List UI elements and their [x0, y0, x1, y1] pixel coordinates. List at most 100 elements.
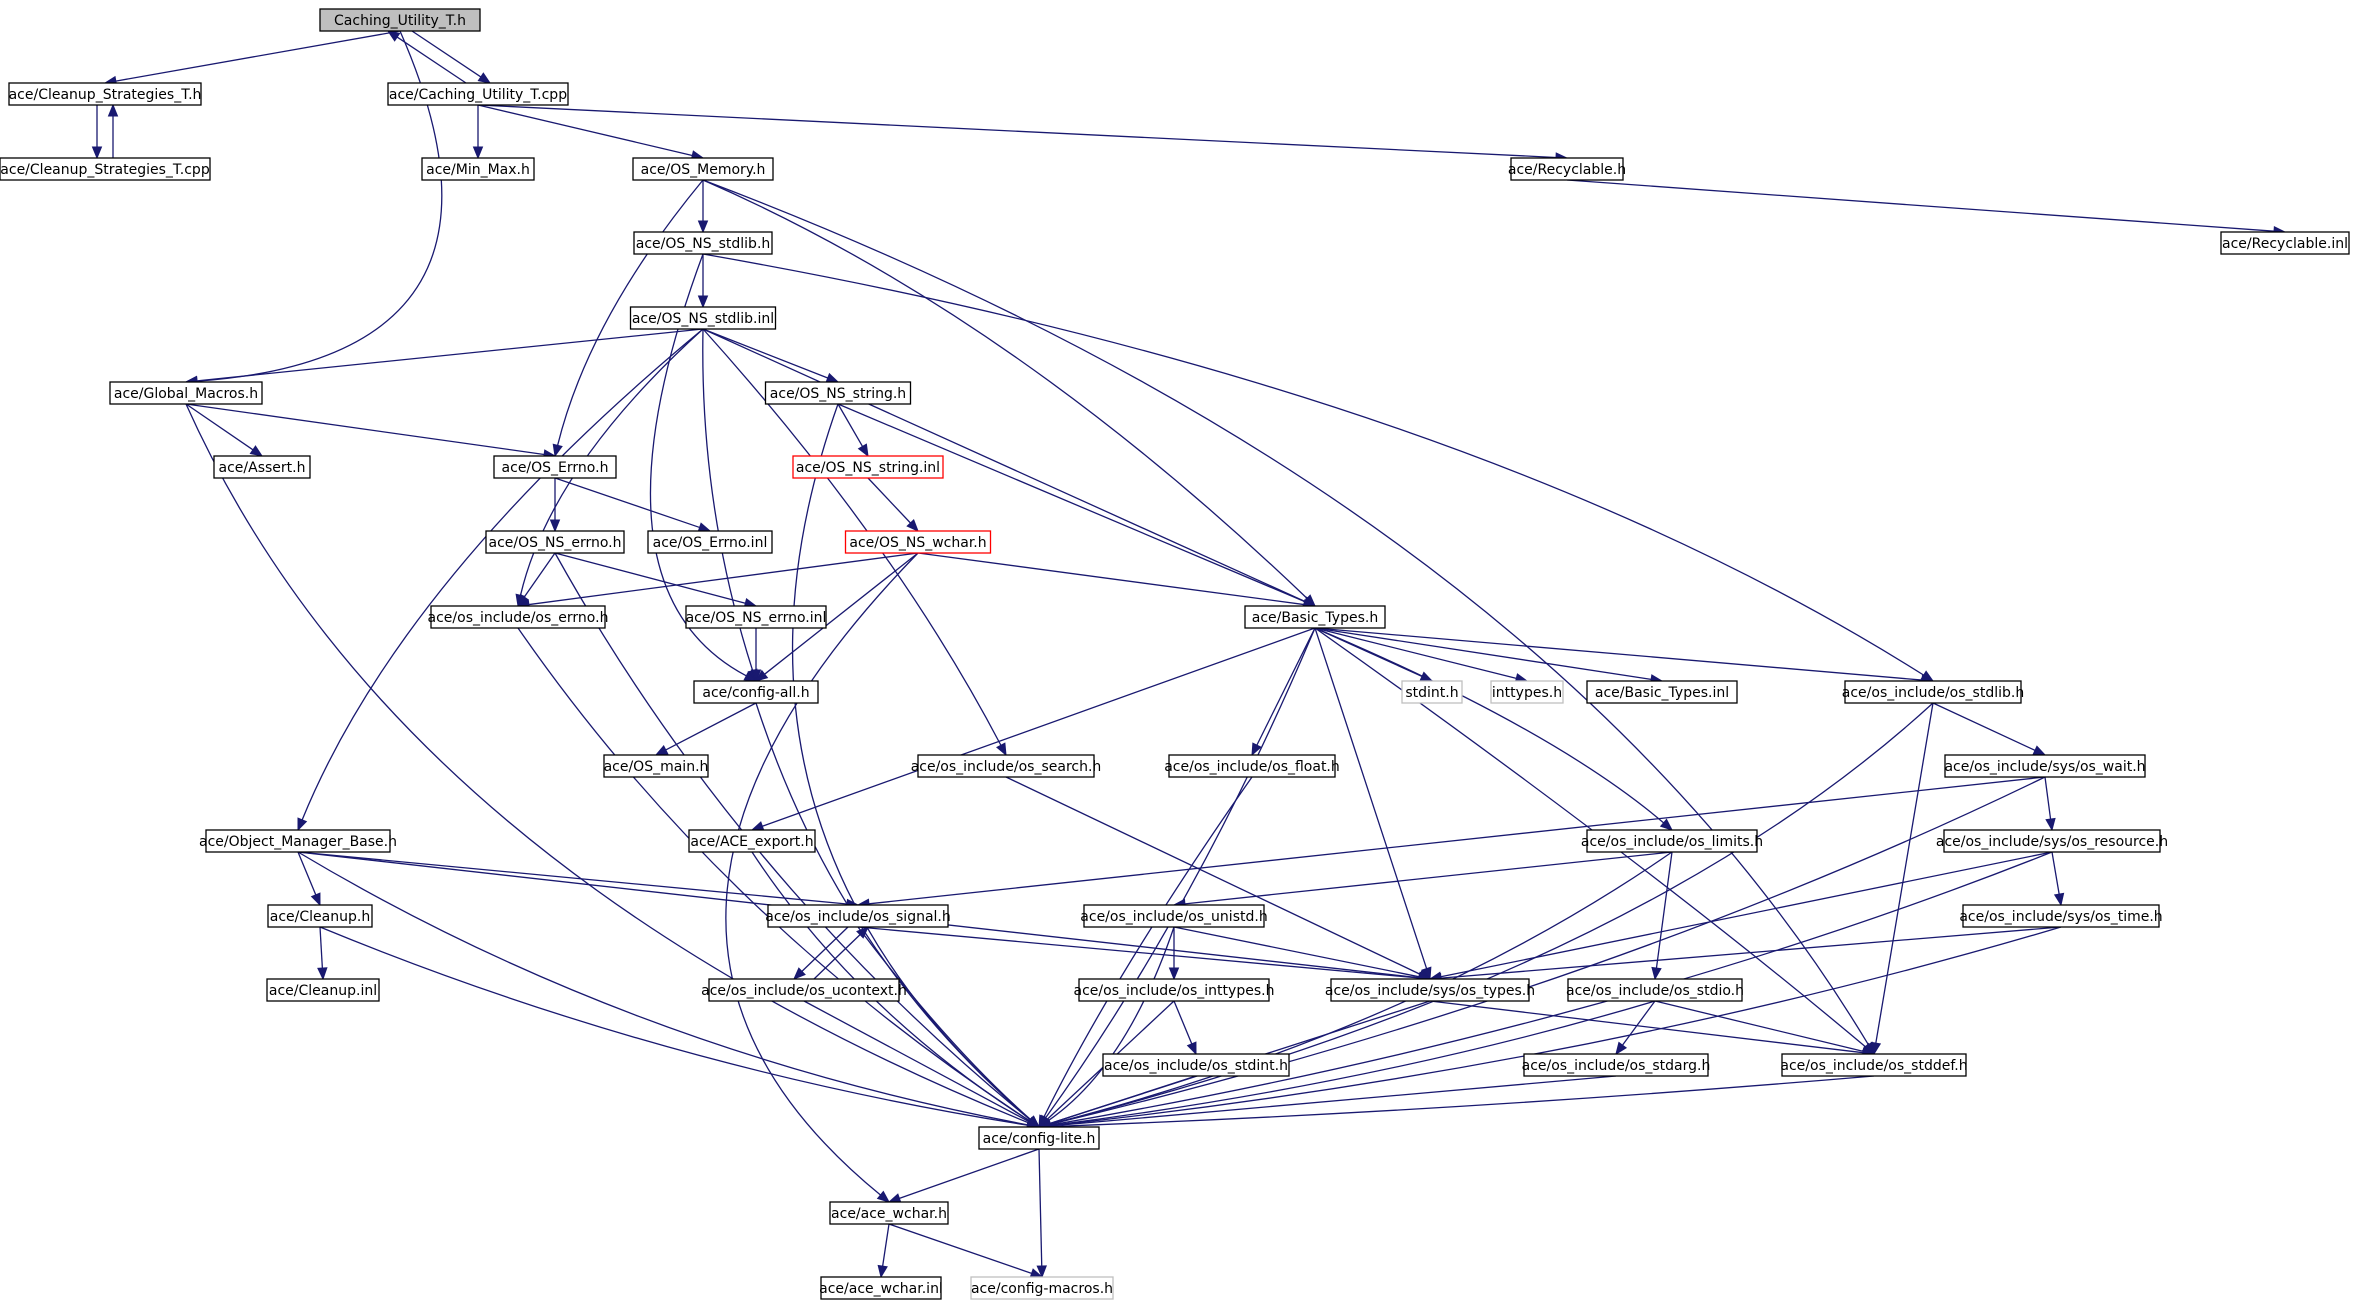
node-os-include-stdio[interactable]: ace/os_include/os_stdio.h	[1566, 978, 1744, 1002]
arrowhead-icon	[856, 926, 869, 939]
node-os-include-stdint[interactable]: ace/os_include/os_stdint.h	[1102, 1053, 1290, 1077]
arrowhead-icon	[297, 817, 308, 832]
node-label: ace/Basic_Types.h	[1252, 610, 1378, 626]
arrowhead-icon	[2053, 892, 2065, 907]
node-cleanup-strategies-h[interactable]: ace/Cleanup_Strategies_T.h	[8, 82, 202, 106]
node-box	[1401, 680, 1463, 704]
edge-os_include_unistd-to-config_lite	[1037, 926, 1175, 1128]
node-label: ace/Recyclable.inl	[2222, 236, 2348, 252]
node-box	[109, 381, 263, 405]
edge-os_include_ucontext-to-config_lite	[803, 1000, 1041, 1128]
edge-os_include_search-to-os_include_sys_types	[1005, 776, 1432, 980]
node-box	[1962, 904, 2160, 928]
node-os-errno-inl[interactable]: ace/OS_Errno.inl	[647, 530, 773, 554]
node-basic-types-h[interactable]: ace/Basic_Types.h	[1244, 605, 1386, 629]
node-box	[693, 680, 819, 704]
node-os-ns-stdlib-inl[interactable]: ace/OS_NS_stdlib.inl	[629, 306, 777, 330]
node-os-memory[interactable]: ace/OS_Memory.h	[632, 157, 774, 181]
node-label: ace/Cleanup.h	[270, 909, 370, 925]
node-recyclable-h[interactable]: ace/Recyclable.h	[1508, 157, 1626, 181]
node-os-include-stdlib[interactable]: ace/os_include/os_stdlib.h	[1842, 680, 2024, 704]
node-label: ace/os_include/os_stdarg.h	[1522, 1058, 1711, 1074]
node-os-include-inttypes[interactable]: ace/os_include/os_inttypes.h	[1074, 978, 1275, 1002]
node-config-macros[interactable]: ace/config-macros.h	[970, 1276, 1114, 1300]
node-box	[685, 605, 827, 629]
arrowhead-icon	[91, 146, 103, 160]
node-ace-wchar-inl[interactable]: ace/ace_wchar.inl	[819, 1276, 943, 1300]
edge-line	[917, 552, 1305, 606]
node-basic-types-inl[interactable]: ace/Basic_Types.inl	[1586, 680, 1738, 704]
node-box	[1523, 1053, 1709, 1077]
node-os-errno-h[interactable]: ace/OS_Errno.h	[493, 455, 617, 479]
node-cleanup-h[interactable]: ace/Cleanup.h	[267, 904, 373, 928]
node-os-include-float[interactable]: ace/os_include/os_float.h	[1164, 754, 1340, 778]
edge-os_memory-to-os_errno_h	[552, 179, 704, 458]
node-os-include-stdarg[interactable]: ace/os_include/os_stdarg.h	[1522, 1053, 1711, 1077]
edge-os_include_stdlib-to-os_include_stddef	[1870, 702, 1934, 1056]
edge-line	[1184, 851, 1673, 905]
node-caching-utility-cpp[interactable]: ace/Caching_Utility_T.cpp	[387, 82, 569, 106]
node-os-ns-string-inl[interactable]: ace/OS_NS_string.inl	[792, 455, 944, 479]
node-os-include-search[interactable]: ace/os_include/os_search.h	[911, 754, 1102, 778]
node-box	[205, 829, 391, 853]
node-global-macros[interactable]: ace/Global_Macros.h	[109, 381, 263, 405]
node-box	[829, 1201, 949, 1225]
node-os-include-sys-wait[interactable]: ace/os_include/sys/os_wait.h	[1944, 754, 2146, 778]
edge-line	[297, 851, 1029, 1126]
node-cleanup-inl[interactable]: ace/Cleanup.inl	[266, 978, 380, 1002]
node-label: ace/ACE_export.h	[690, 834, 813, 850]
node-object-manager-base[interactable]: ace/Object_Manager_Base.h	[199, 829, 397, 853]
edge-cleanup_strategies_cpp-to-cleanup_strategies_h	[107, 103, 119, 158]
edge-line	[1256, 627, 1316, 746]
node-os-ns-stdlib-h[interactable]: ace/OS_NS_stdlib.h	[633, 231, 773, 255]
node-os-ns-string-h[interactable]: ace/OS_NS_string.h	[764, 381, 912, 405]
node-os-include-errno[interactable]: ace/os_include/os_errno.h	[428, 605, 609, 629]
edge-os_ns_string_h-to-os_ns_string_inl	[837, 403, 869, 458]
edge-line	[411, 30, 482, 78]
node-recyclable-inl[interactable]: ace/Recyclable.inl	[2220, 231, 2350, 255]
node-box	[629, 306, 777, 330]
edge-line	[185, 403, 1030, 1124]
node-label: ace/os_include/os_stdio.h	[1566, 983, 1744, 999]
node-box	[1944, 754, 2146, 778]
edge-os_include_signal-to-os_include_ucontext	[793, 926, 849, 980]
node-label: ace/os_include/os_ucontext.h	[701, 983, 907, 999]
node-ace-export[interactable]: ace/ACE_export.h	[688, 829, 816, 853]
node-ace-wchar-h[interactable]: ace/ace_wchar.h	[829, 1201, 949, 1225]
node-os-include-limits[interactable]: ace/os_include/os_limits.h	[1581, 829, 1763, 853]
edge-line	[185, 403, 254, 451]
node-box	[493, 455, 617, 479]
node-os-ns-wchar-h[interactable]: ace/OS_NS_wchar.h	[844, 530, 992, 554]
node-label: ace/OS_NS_stdlib.inl	[632, 311, 774, 327]
node-cleanup-strategies-cpp[interactable]: ace/Cleanup_Strategies_T.cpp	[0, 157, 211, 181]
edge-line	[867, 477, 911, 524]
edge-basic_types_h-to-basic_types_inl	[1314, 627, 1664, 685]
edge-line	[115, 30, 401, 82]
node-config-lite[interactable]: ace/config-lite.h	[978, 1126, 1100, 1150]
edge-global_macros-to-os_errno_h	[185, 403, 557, 460]
node-label: ace/os_include/sys/os_time.h	[1959, 909, 2162, 925]
edge-os_include_sys_wait-to-os_include_sys_resource	[2044, 776, 2056, 832]
node-box	[266, 978, 380, 1002]
edge-os_ns_errno_h-to-os_ns_errno_inl	[554, 552, 758, 609]
node-inttypes-h[interactable]: inttypes.h	[1490, 680, 1564, 704]
node-os-main[interactable]: ace/OS_main.h	[603, 754, 709, 778]
node-os-include-unistd[interactable]: ace/os_include/os_unistd.h	[1080, 904, 1268, 928]
node-stdint-h[interactable]: stdint.h	[1401, 680, 1463, 704]
node-os-include-sys-resource[interactable]: ace/os_include/sys/os_resource.h	[1936, 829, 2168, 853]
node-box	[1168, 754, 1336, 778]
node-assert-h[interactable]: ace/Assert.h	[213, 455, 311, 479]
node-os-include-sys-types[interactable]: ace/os_include/sys/os_types.h	[1325, 978, 1535, 1002]
node-os-include-signal[interactable]: ace/os_include/os_signal.h	[765, 904, 951, 928]
node-config-all[interactable]: ace/config-all.h	[693, 680, 819, 704]
node-os-ns-errno-h[interactable]: ace/OS_NS_errno.h	[485, 530, 625, 554]
node-os-include-sys-time[interactable]: ace/os_include/sys/os_time.h	[1959, 904, 2163, 928]
edge-line	[556, 179, 704, 446]
node-os-ns-errno-inl[interactable]: ace/OS_NS_errno.inl	[685, 605, 827, 629]
node-os-include-stddef[interactable]: ace/os_include/os_stddef.h	[1780, 1053, 1968, 1077]
arrowhead-icon	[750, 821, 765, 832]
node-min-max[interactable]: ace/Min_Max.h	[421, 157, 535, 181]
node-os-include-ucontext[interactable]: ace/os_include/os_ucontext.h	[701, 978, 907, 1002]
edge-line	[857, 926, 1032, 1121]
edge-root-to-cleanup_strategies_h	[103, 30, 401, 87]
